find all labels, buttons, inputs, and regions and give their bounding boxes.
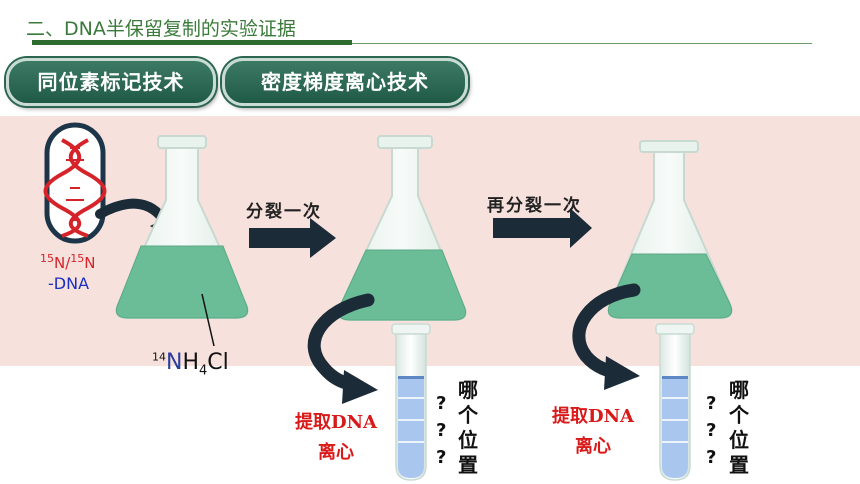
dna-isotope-label: 15N/15N [40,252,96,272]
step-2-label: 再分裂一次 [487,196,582,216]
step-1-label: 分裂一次 [246,202,322,222]
extract-arrow-2-icon [572,283,641,390]
straight-arrow-1-icon [249,218,336,258]
density-gradient-button[interactable]: 密度梯度离心技术 [222,58,468,106]
title-underline [32,40,352,45]
flask-3 [607,140,733,319]
medium-label: 14NH4Cl [152,350,229,379]
dna-type-label: -DNA [48,274,90,293]
isotope-labeling-button[interactable]: 同位素标记技术 [6,58,216,106]
title-rule [352,43,812,44]
extract-arrow-1-icon [307,293,378,404]
section-title: 二、DNA半保留复制的实验证据 [26,18,296,40]
straight-arrow-2-icon [493,208,592,248]
flask-2 [337,135,467,321]
dna-capsule-icon [43,122,107,244]
which-position-label-1: 哪个位置 [458,378,478,477]
flask-1 [115,135,249,319]
test-tube-1 [391,323,431,481]
pointer-line [201,293,215,347]
question-marks-2: ??? [706,393,717,468]
question-marks-1: ??? [436,393,447,468]
test-tube-2 [655,323,695,481]
which-position-label-2: 哪个位置 [729,378,749,477]
